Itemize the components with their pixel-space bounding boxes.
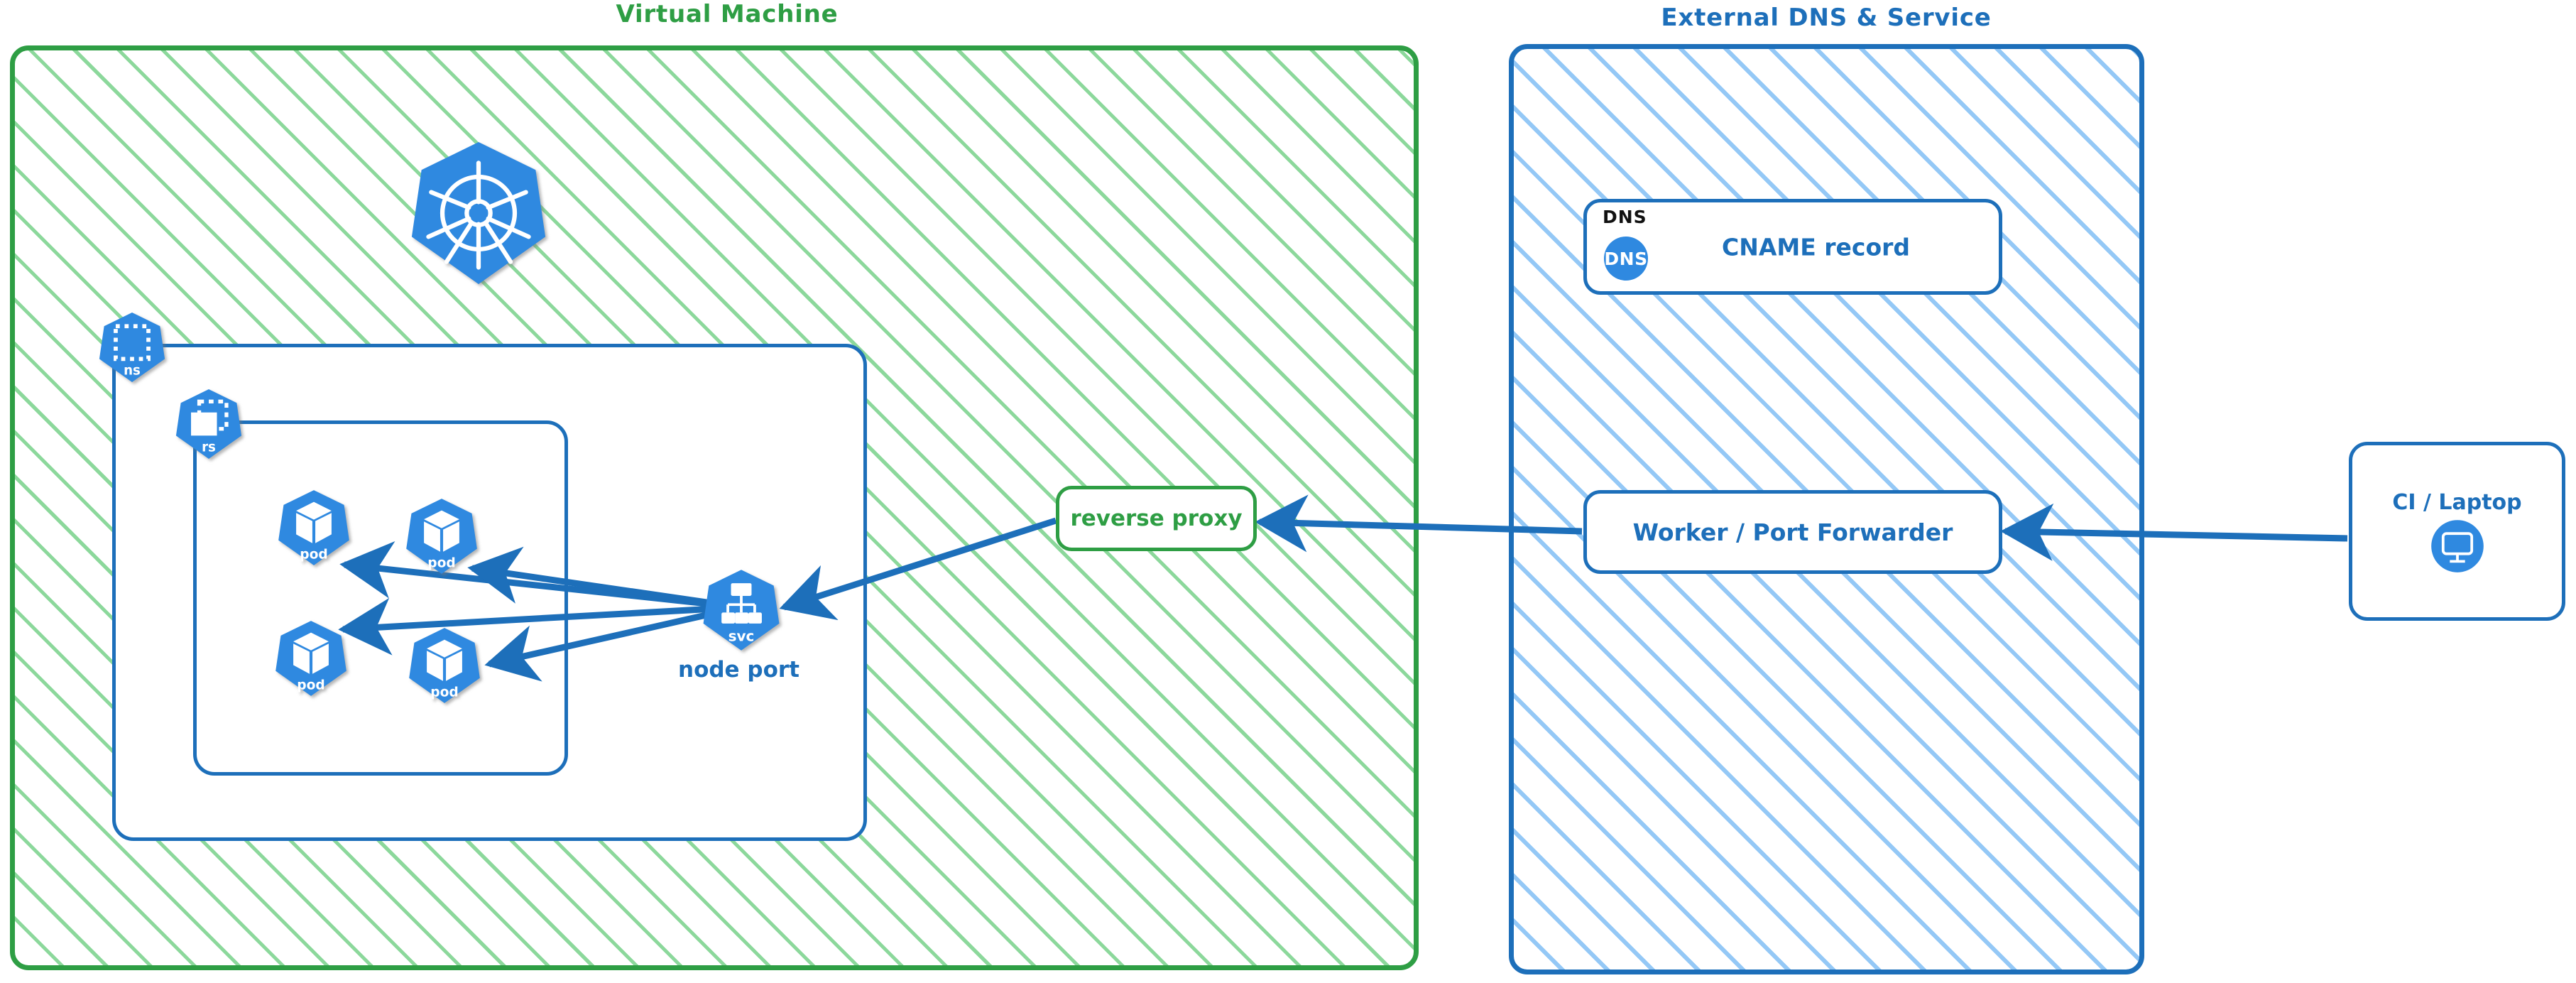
- pod-icon[interactable]: pod: [408, 626, 481, 705]
- replicaset-icon-label: rs: [202, 440, 216, 455]
- pod-icon[interactable]: pod: [274, 619, 348, 697]
- ci-laptop-label: CI / Laptop: [2392, 489, 2522, 515]
- kubernetes-logo-icon: [411, 142, 546, 284]
- reverse-proxy-node[interactable]: reverse proxy: [1056, 486, 1257, 551]
- pod-icon-label: pod: [300, 548, 328, 563]
- desktop-monitor-icon: [2430, 519, 2484, 572]
- external-group-title: External DNS & Service: [1661, 4, 1992, 32]
- dns-record-label: CNAME record: [1722, 233, 1911, 261]
- worker-port-forwarder-node[interactable]: Worker / Port Forwarder: [1583, 490, 2002, 574]
- service-icon[interactable]: svc: [702, 568, 781, 652]
- dns-record-node[interactable]: DNS DNS CNAME record: [1583, 199, 2002, 295]
- service-icon-label: svc: [728, 627, 755, 644]
- node-port-caption: node port: [678, 657, 799, 683]
- replicaset-container[interactable]: [193, 420, 568, 776]
- ci-laptop-node[interactable]: CI / Laptop: [2349, 442, 2565, 621]
- pod-icon-label: pod: [427, 556, 456, 571]
- pod-icon[interactable]: pod: [405, 497, 479, 575]
- dns-type-label: DNS: [1603, 207, 1647, 227]
- dns-badge-icon: DNS: [1604, 237, 1648, 281]
- namespace-icon[interactable]: ns: [98, 311, 166, 384]
- pod-icon-label: pod: [297, 678, 325, 693]
- replicaset-icon[interactable]: rs: [175, 388, 243, 460]
- namespace-icon-label: ns: [124, 363, 141, 378]
- pod-icon-label: pod: [430, 685, 459, 700]
- vm-group-title: Virtual Machine: [616, 0, 839, 28]
- pod-icon[interactable]: pod: [277, 489, 351, 567]
